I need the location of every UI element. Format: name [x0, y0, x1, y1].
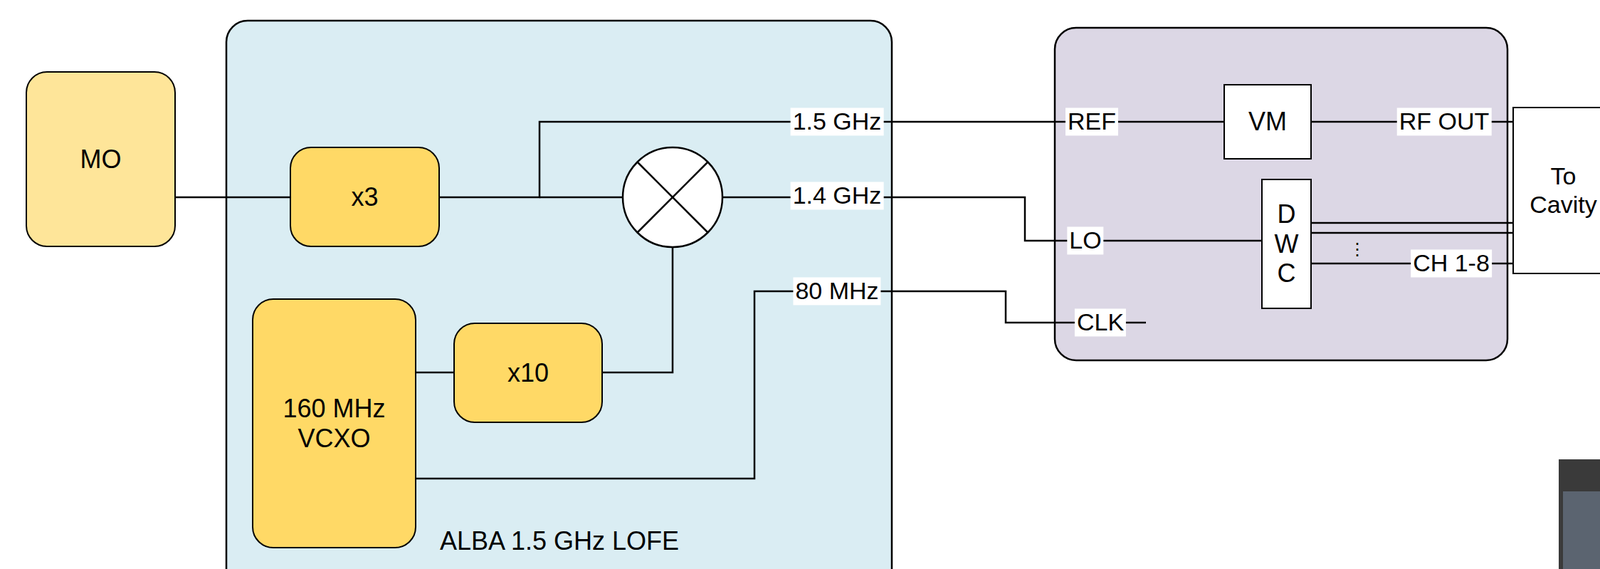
lofe-panel: ALBA 1.5 GHz LOFE x3 160 MHz VCXO x10: [226, 20, 892, 569]
panel-title: ALBA 1.5 GHz LOFE: [437, 525, 682, 556]
port-name: RF OUT: [1397, 107, 1492, 136]
port-name: CLK: [1074, 308, 1126, 336]
port-name: REF: [1065, 107, 1119, 136]
signal-connector: [175, 196, 290, 199]
panel-shape: [226, 20, 892, 569]
signal-connector: [416, 371, 454, 374]
panel-shape: [1054, 27, 1508, 361]
photo-fragment: [1558, 459, 1600, 569]
cavity-box: To Cavity: [1512, 106, 1600, 275]
downconverter-box: D W C: [1261, 178, 1312, 309]
vector-modulator-box: VM: [1223, 83, 1312, 160]
box-label: MO: [80, 144, 122, 174]
multiplier-wire: [602, 246, 673, 373]
ellipsis-mark: ⋮: [1346, 239, 1368, 260]
box-label: To Cavity: [1513, 162, 1600, 218]
port-name: LO: [1066, 226, 1104, 255]
box-label: D W C: [1274, 199, 1300, 288]
box-label: x3: [350, 182, 378, 212]
box-label: x10: [507, 358, 549, 388]
mixer-symbol: [622, 147, 723, 247]
channel-wire: [1311, 222, 1513, 225]
signal-label: 1.4 GHz: [790, 181, 884, 210]
signal-connector: [416, 291, 1055, 479]
port-name: CH 1-8: [1410, 249, 1492, 277]
box-label: VM: [1248, 106, 1287, 136]
multiplier-box: x10: [453, 322, 603, 423]
branch-wire: [539, 196, 623, 199]
box-label: 160 MHz VCXO: [253, 393, 415, 453]
master-oscillator-box: MO: [25, 71, 176, 247]
mixer-cross: [637, 162, 709, 233]
photo-fragment: [1562, 491, 1600, 569]
vcxo-box: 160 MHz VCXO: [251, 298, 417, 549]
channel-wire: [1311, 232, 1513, 235]
llrf-panel: REF LO CLK RF OUT CH 1-8 VM D W C: [1054, 27, 1508, 361]
signal-label: 1.5 GHz: [790, 107, 884, 136]
mixer-cross: [637, 162, 709, 233]
multiplier-box: x3: [289, 146, 440, 247]
signal-label: 80 MHz: [792, 276, 881, 305]
